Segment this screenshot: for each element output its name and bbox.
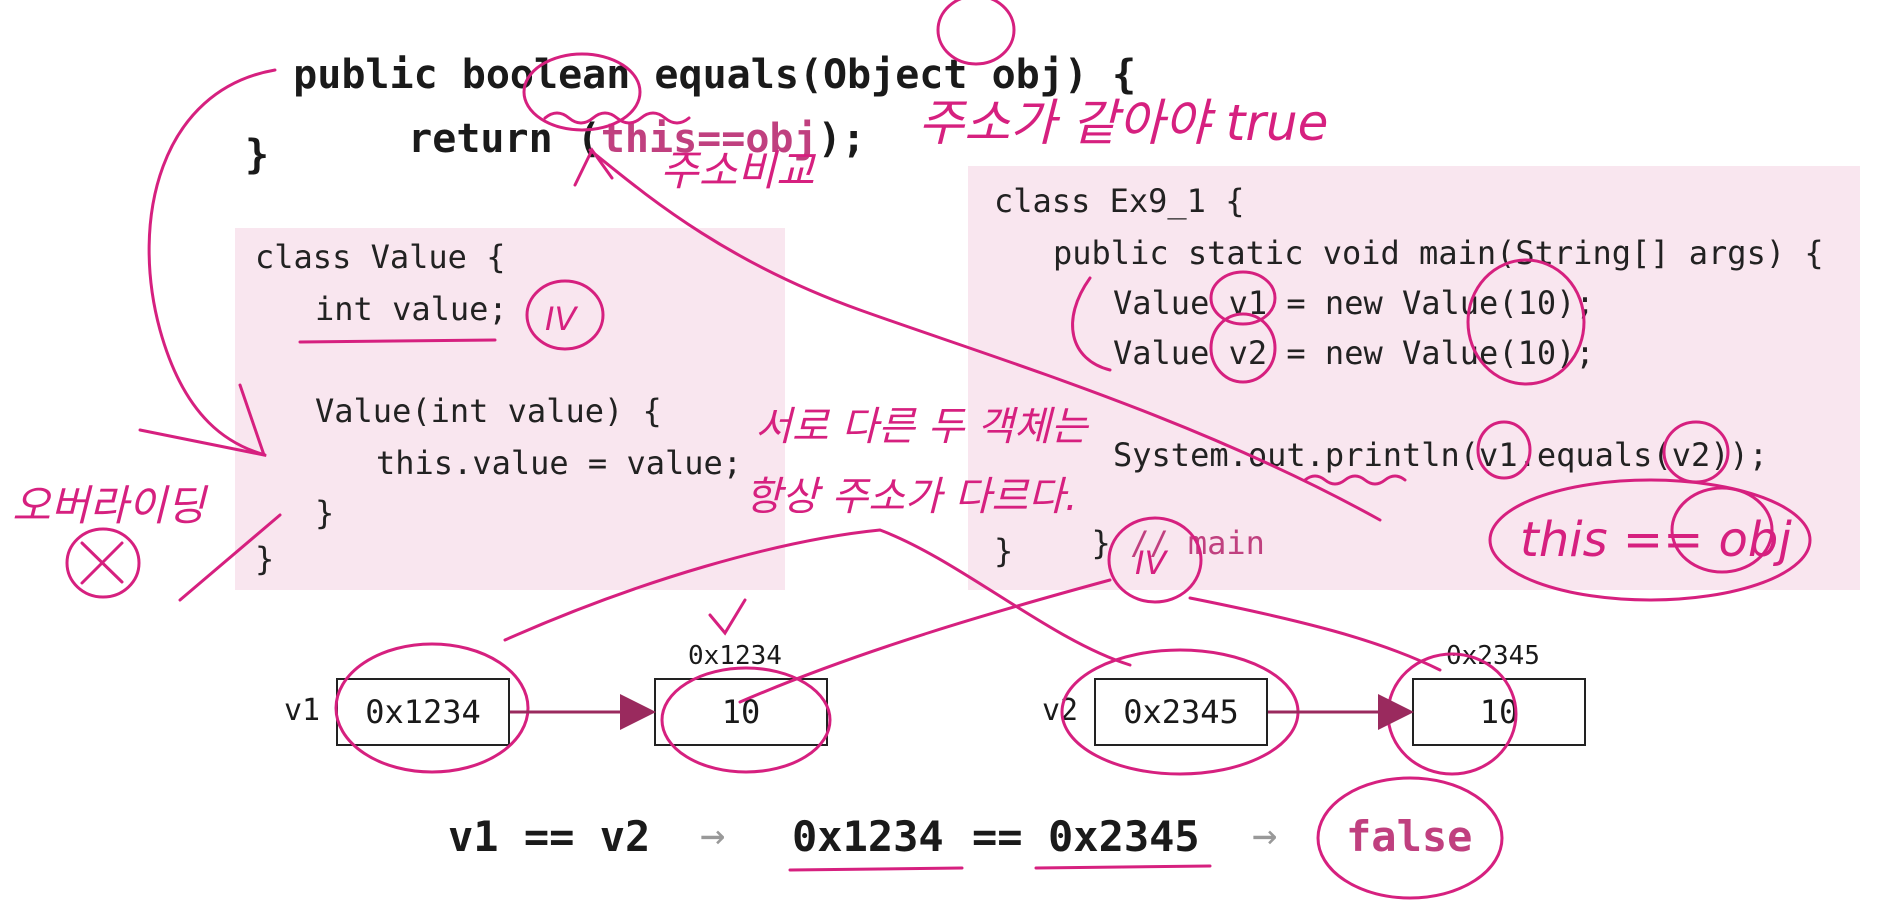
- value-class-line3: Value(int value) {: [315, 392, 662, 430]
- override-bracket: [178, 513, 282, 602]
- v2-circle: [1209, 312, 1277, 384]
- arrow-1: →: [700, 810, 726, 859]
- value-class-line2: int value;: [315, 290, 508, 328]
- v2-box-circle: [1060, 648, 1300, 776]
- line-iv-to-obj2: [738, 578, 1112, 704]
- int-value-underline: [298, 338, 497, 344]
- value10-circle: [1466, 258, 1586, 386]
- note-diff-objects: 서로 다른 두 객체는: [755, 404, 1090, 450]
- obj-circle: [936, 0, 1016, 66]
- expr-left-addr: 0x1234: [792, 812, 944, 861]
- note-addr-compare: 주소비교: [660, 146, 817, 195]
- v1-box-circle: [334, 642, 530, 774]
- note-same-addr-true: 주소가 같아야 true: [918, 94, 1328, 152]
- obj2-box-circle: [1386, 652, 1518, 776]
- equals-signature: public boolean equals(Object obj) {: [245, 6, 1136, 98]
- obj1-box-circle: [660, 666, 832, 774]
- cross-circle: [65, 527, 141, 599]
- value-class-line6: }: [255, 540, 275, 578]
- check-mark: [708, 598, 747, 636]
- wavy-underline-top: [543, 111, 691, 125]
- ex9-class-panel: [968, 166, 1860, 590]
- v2-label: v2: [1042, 693, 1079, 728]
- obj1-value-box: 10: [654, 678, 828, 746]
- signature-suffix: ) {: [1063, 52, 1137, 98]
- expr-right-addr: 0x2345: [1048, 812, 1200, 861]
- note-this-obj: this == obj: [1520, 512, 1792, 568]
- note-iv-2: IV: [1135, 544, 1168, 582]
- arrow-from-this-obj: [588, 148, 1382, 522]
- line-iv-to-obj2b: [1188, 596, 1442, 672]
- this-obj-ellipse: [1488, 478, 1812, 602]
- expr-eq: ==: [972, 812, 1023, 861]
- iv-circle-1: [525, 279, 605, 351]
- arrow-2: →: [1252, 810, 1278, 859]
- ex9-line7: }: [994, 532, 1014, 570]
- value-class-line5: }: [315, 494, 335, 532]
- this-eq-obj: this==obj: [600, 116, 818, 162]
- v1-circle: [1209, 270, 1277, 326]
- arrow-left-curve: [147, 68, 277, 457]
- param-obj: obj: [991, 52, 1064, 98]
- line-obj1-to-diff: [503, 528, 1132, 667]
- expr-v1-eq-v2: v1 == v2: [448, 812, 651, 861]
- this-circle: [522, 52, 642, 132]
- v2-arg-circle: [1662, 420, 1730, 484]
- value-class-panel: [235, 228, 785, 590]
- result-false: false: [1346, 812, 1473, 861]
- cross-mark: [80, 541, 124, 585]
- ex9-left-bracket: [1071, 276, 1112, 372]
- arrow-left-head: [138, 383, 267, 457]
- value-class-line1: class Value {: [255, 238, 506, 276]
- obj1-address: 0x1234: [688, 641, 782, 671]
- v2-ref-box: 0x2345: [1094, 678, 1268, 746]
- iv-circle-2: [1107, 516, 1203, 604]
- v1-ref-box: 0x1234: [336, 678, 510, 746]
- return-suffix: );: [817, 116, 866, 162]
- wavy-underline-println: [1303, 474, 1407, 486]
- obj2-value-box: 10: [1412, 678, 1586, 746]
- underline-left-addr: [788, 866, 964, 872]
- ex9-line2: public static void main(String[] args) {: [1053, 234, 1824, 272]
- ex9-line1: class Ex9_1 {: [994, 182, 1245, 220]
- v1-label: v1: [284, 693, 321, 728]
- ex9-line3: Value v1 = new Value(10);: [1113, 284, 1595, 322]
- obj-small-circle: [1670, 486, 1774, 574]
- value-class-line4: this.value = value;: [376, 444, 743, 482]
- note-override: 오버라이딩: [12, 481, 209, 530]
- equals-close-brace: }: [245, 132, 270, 178]
- false-circle: [1316, 776, 1504, 900]
- arrow-head-top: [573, 147, 614, 187]
- ex9-line4: Value v2 = new Value(10);: [1113, 334, 1595, 372]
- underline-right-addr: [1034, 864, 1212, 870]
- v1-arg-circle: [1476, 420, 1532, 480]
- note-iv-1: IV: [545, 300, 578, 338]
- note-always-diff: 항상 주소가 다르다.: [745, 474, 1078, 520]
- signature-prefix: public boolean equals(Object: [293, 52, 992, 98]
- main-close-brace: }: [1091, 524, 1111, 562]
